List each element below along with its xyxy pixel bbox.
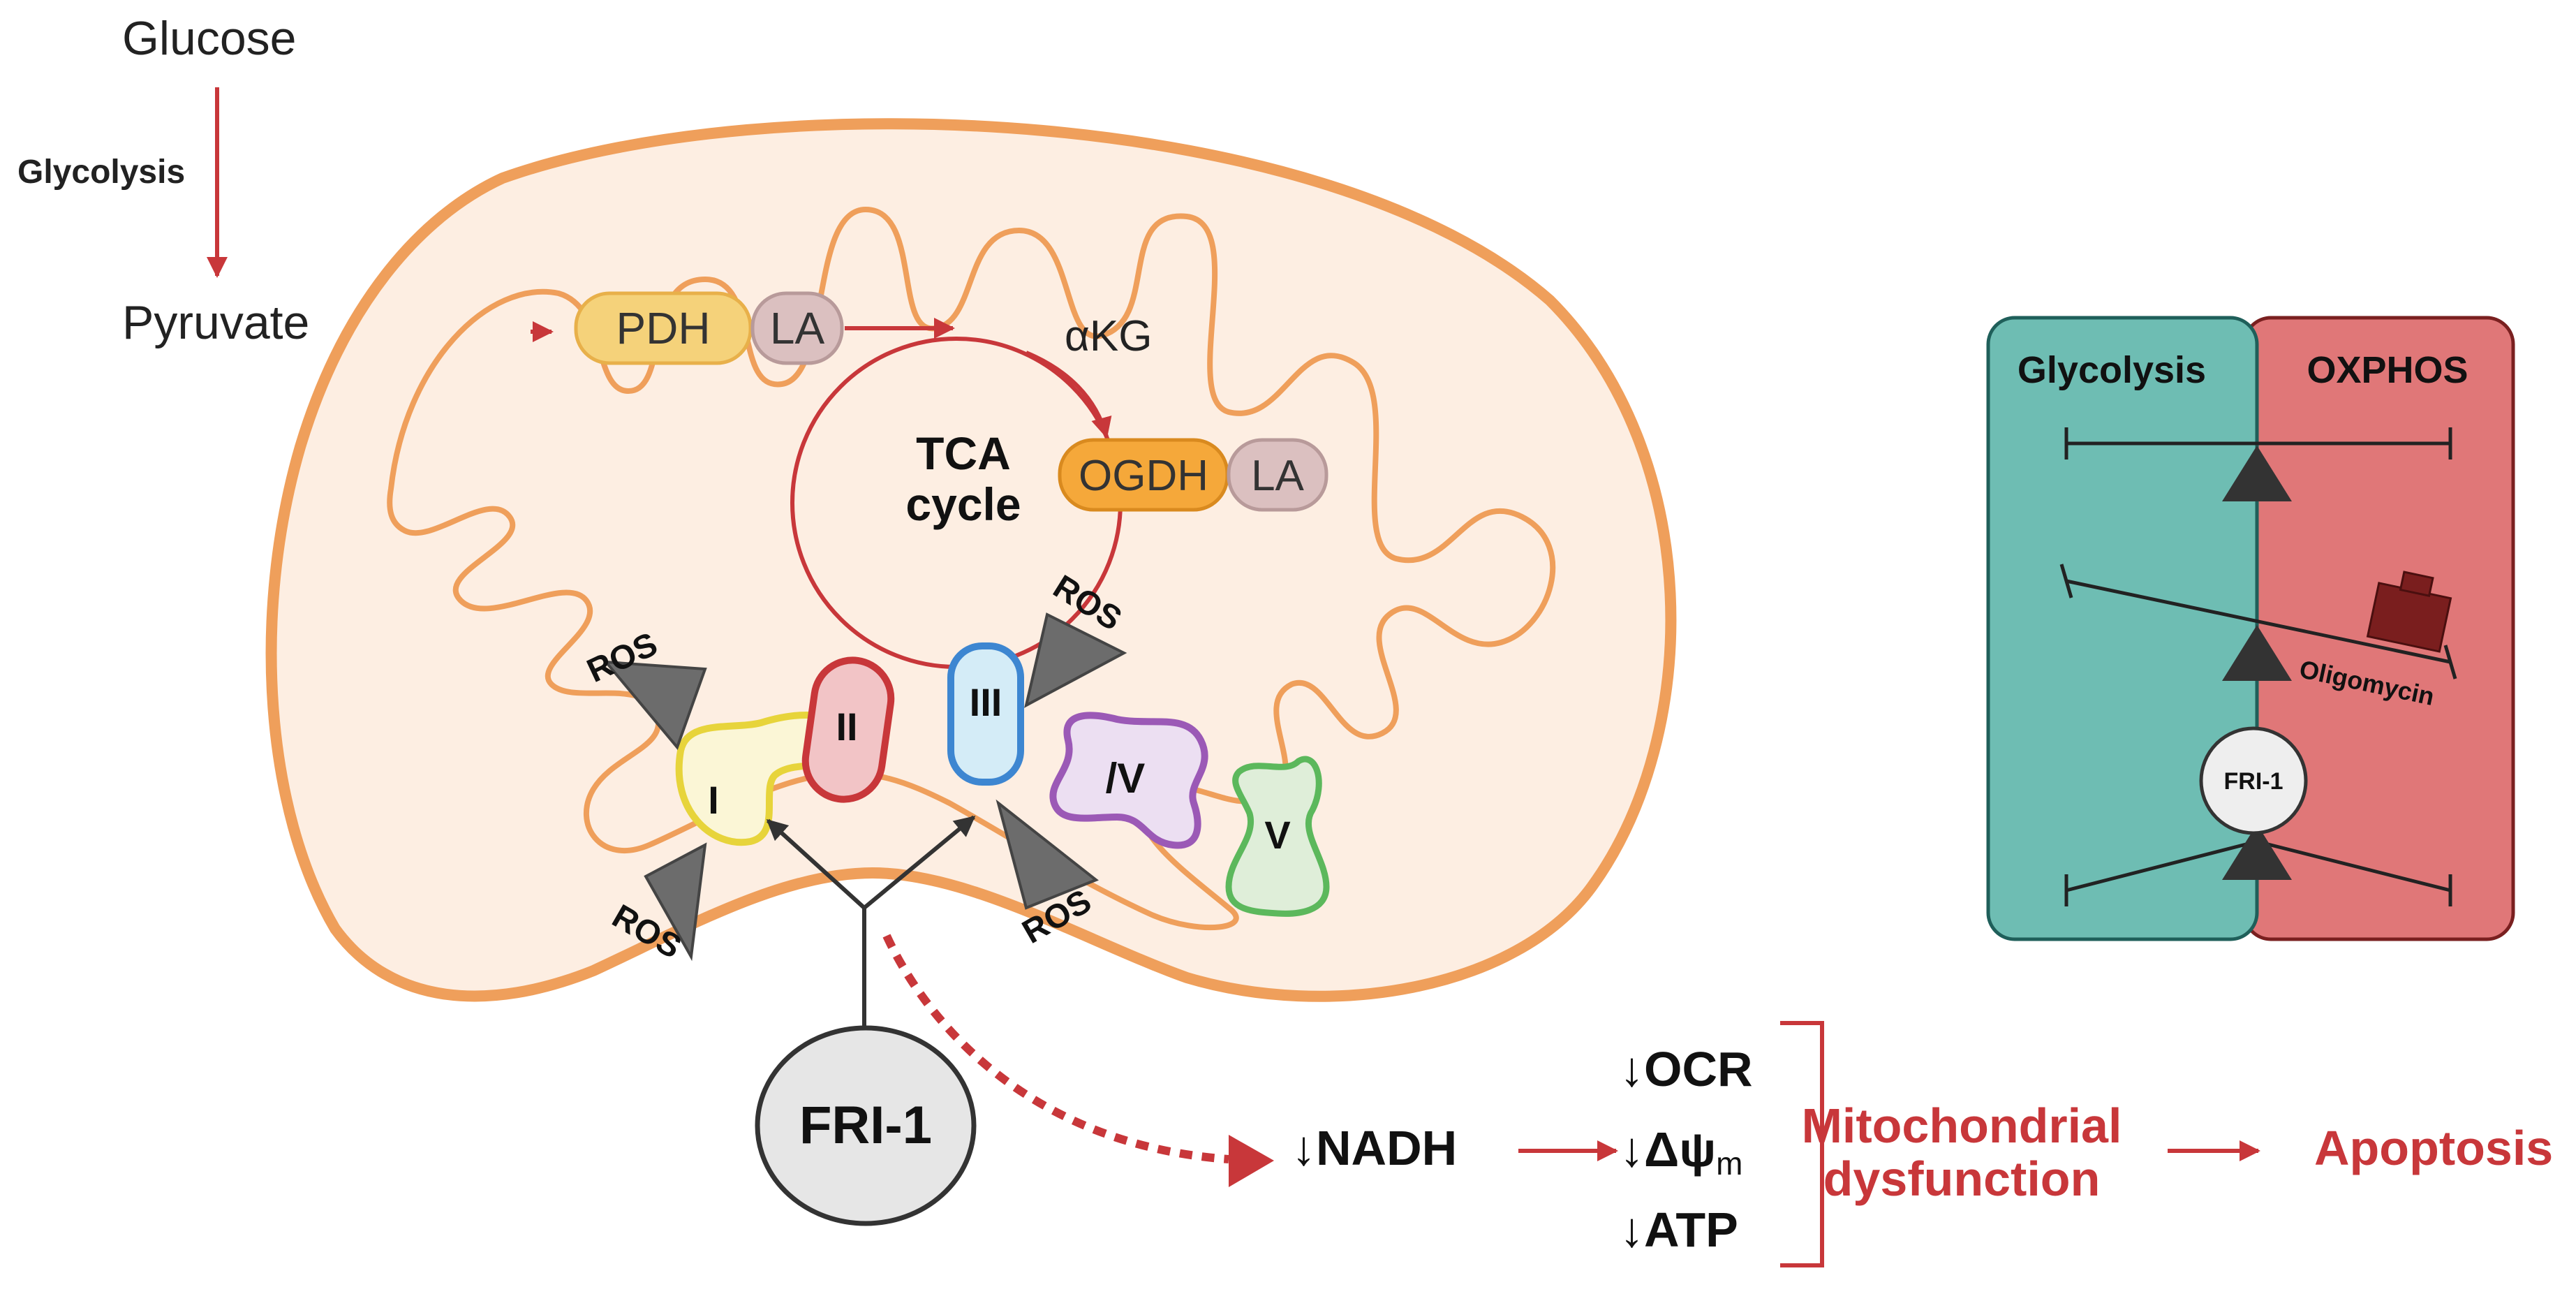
ros-triangle-complex-i-top: [602, 660, 707, 750]
ros-triangle-complex-iii-top: [1024, 612, 1127, 708]
la-label-pdh: LA: [770, 303, 825, 353]
fri1-to-nadh-arrowhead: [1229, 1135, 1274, 1187]
beam-bottom-left: [2066, 839, 2258, 892]
apoptosis-text: Apoptosis: [2314, 1121, 2553, 1175]
fulcrum-middle: [2222, 625, 2292, 681]
dpsi-subscript: m: [1716, 1145, 1742, 1182]
complex-i-label: I: [708, 778, 719, 822]
balance-oxphos-label: OXPHOS: [2307, 349, 2468, 391]
glucose-label: Glucose: [122, 12, 296, 65]
ocr-text: ↓OCR: [1620, 1042, 1753, 1096]
mito-dysfunction-line2: dysfunction: [1823, 1152, 2101, 1206]
ogdh-label: OGDH: [1079, 452, 1208, 500]
fri1-drug: [755, 1025, 977, 1226]
fri1-to-nadh-dotted-arrow: [882, 934, 1229, 1163]
akg-label: αKG: [1065, 312, 1152, 360]
balance-glycolysis-label: Glycolysis: [2018, 349, 2206, 391]
fri1-balance-label: FRI-1: [2224, 768, 2283, 795]
la-cofactor-ogdh: [1227, 438, 1328, 512]
mitochondrion: [265, 118, 1677, 1002]
glycolysis-label: Glycolysis: [17, 154, 185, 191]
beam-bottom-right: [2256, 839, 2451, 892]
fri1-to-complex-i-arrow: [766, 818, 866, 910]
ros-triangle-complex-iii-bottom: [995, 799, 1099, 910]
complex-iv-label: /V: [1106, 755, 1146, 802]
complex-iv: [1049, 712, 1208, 849]
complex-ii-label: II: [836, 705, 857, 749]
fri1-balance-circle: [2199, 726, 2308, 835]
tca-label-line2: cycle: [905, 478, 1021, 530]
mito-dysfunction-line1: Mitochondrial: [1802, 1098, 2122, 1153]
dpsi-text: ↓Δψm: [1620, 1122, 1742, 1182]
la-label-ogdh: LA: [1251, 452, 1304, 500]
pdh-label: PDH: [616, 303, 710, 353]
fri1-to-complex-iii-arrow: [863, 815, 976, 910]
complex-iii: [947, 642, 1024, 786]
atp-text: ↓ATP: [1620, 1203, 1738, 1257]
pdh-enzyme: [574, 291, 753, 365]
nadh-text: ↓NADH: [1291, 1121, 1457, 1175]
la-cofactor-pdh: [750, 291, 844, 365]
fulcrum-top: [2222, 446, 2292, 501]
glycolysis-panel: [1986, 316, 2259, 941]
beam-middle: [2066, 579, 2451, 664]
complex-ii: [801, 656, 895, 803]
ros-triangle-complex-i-bottom: [644, 842, 707, 962]
fri1-label: FRI-1: [799, 1096, 932, 1155]
dpsi-main: ↓Δψ: [1620, 1122, 1716, 1177]
complex-v-label: V: [1264, 813, 1290, 857]
complex-v: [1225, 756, 1330, 917]
oligomycin-weight-icon: [2366, 571, 2452, 653]
effects-bracket: [1780, 1021, 1824, 1267]
tca-to-ogdh-arrow: [1025, 351, 1112, 439]
complex-iii-label: III: [970, 680, 1002, 724]
tca-label-line1: TCA: [916, 427, 1011, 479]
fulcrum-bottom: [2222, 824, 2292, 880]
pyruvate-label: Pyruvate: [122, 296, 309, 349]
balance-panel: Glycolysis OXPHOS Oligomycin FRI-1: [1986, 316, 2515, 941]
